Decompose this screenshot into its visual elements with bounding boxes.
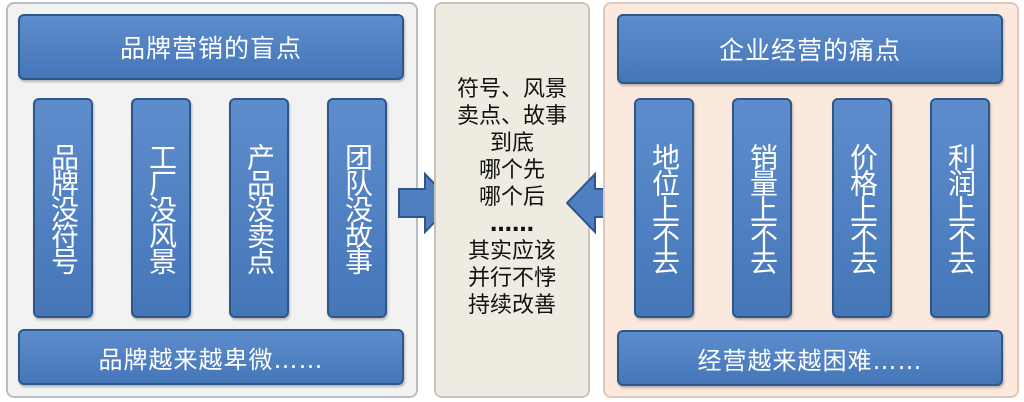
center-text-top: 符号、风景 卖点、故事 到底 哪个先 哪个后 …… 其实应该 并行不悖 持续改善 <box>436 76 588 319</box>
center-ellipsis: …… <box>490 212 534 237</box>
center-line: 并行不悖 <box>467 266 556 291</box>
business-pain-panel: 企业经营的痛点 地位上不去 销量上不去 价格上不去 利润上不去 经营越来越困难…… <box>603 2 1019 398</box>
center-line: 持续改善 <box>467 293 556 318</box>
center-question-panel: 符号、风景 卖点、故事 到底 哪个先 哪个后 …… 其实应该 并行不悖 持续改善 <box>434 2 590 398</box>
brand-marketing-title: 品牌营销的盲点 <box>18 14 404 80</box>
right-column-2: 销量上不去 <box>732 98 792 318</box>
center-line: 其实应该 <box>467 239 556 264</box>
center-line: 哪个后 <box>478 185 545 210</box>
left-column-2: 工厂没风景 <box>131 98 191 318</box>
center-line: 卖点、故事 <box>456 104 567 129</box>
left-column-3: 产品没卖点 <box>229 98 289 318</box>
brand-marketing-panel: 品牌营销的盲点 品牌没符号 工厂没风景 产品没卖点 团队没故事 品牌越来越卑微…… <box>6 2 418 398</box>
right-column-1: 地位上不去 <box>634 98 694 318</box>
left-column-4: 团队没故事 <box>327 98 387 318</box>
center-line: 哪个先 <box>478 158 545 183</box>
business-pain-footer: 经营越来越困难…… <box>617 330 1003 386</box>
right-column-4: 利润上不去 <box>930 98 990 318</box>
center-line: 符号、风景 <box>456 77 567 102</box>
right-column-3: 价格上不去 <box>832 98 892 318</box>
center-line: 到底 <box>489 131 534 156</box>
brand-marketing-footer: 品牌越来越卑微…… <box>18 329 404 385</box>
left-column-1: 品牌没符号 <box>33 98 93 318</box>
business-pain-title: 企业经营的痛点 <box>617 14 1003 84</box>
